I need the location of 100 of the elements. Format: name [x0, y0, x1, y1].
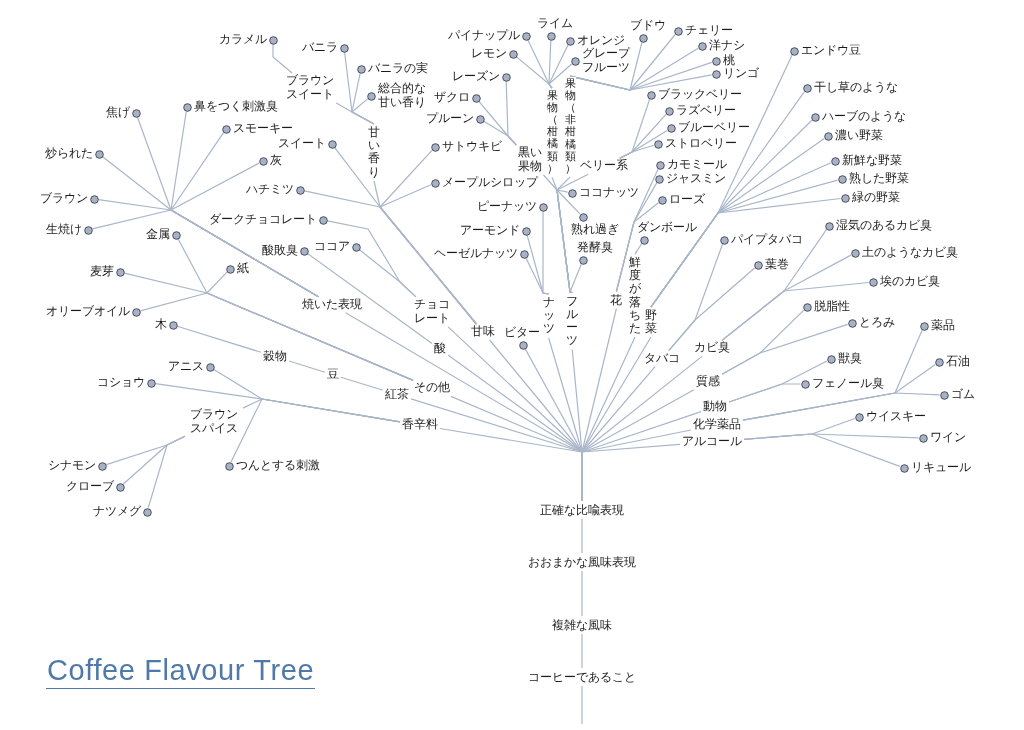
- branch-line: [728, 383, 802, 403]
- branch-label: カビ臭: [693, 341, 731, 356]
- branch-label: 花: [610, 292, 623, 308]
- flavor-label: 洋ナシ: [708, 39, 745, 53]
- flavor-label: オレンジ: [576, 34, 625, 48]
- branch-line: [721, 281, 870, 341]
- branch-line: [288, 360, 326, 373]
- flavor-label: 発酵臭: [577, 240, 613, 255]
- flavor-label: ワイン: [929, 431, 966, 445]
- branch-line: [743, 433, 901, 467]
- branch-line: [176, 325, 262, 353]
- flavor-label: とろみ: [858, 316, 895, 330]
- branch-label: 鮮度が落ちた: [629, 255, 641, 337]
- flavor-label: 葉巻: [764, 258, 789, 272]
- branch-line: [483, 120, 517, 146]
- branch-line: [634, 243, 643, 255]
- flavor-label: ピーナッツ: [476, 200, 537, 214]
- flavor-label: パイプタバコ: [730, 233, 803, 247]
- branch-line: [615, 202, 660, 293]
- flavor-label: 緑の野菜: [851, 191, 900, 205]
- flavor-label: フェノール臭: [811, 377, 884, 391]
- branch-label: タバコ: [643, 351, 681, 366]
- branch-line: [230, 398, 401, 463]
- branch-label: 焼いた表現: [301, 297, 363, 312]
- branch-line: [358, 249, 417, 298]
- branch-label: 野菜: [645, 308, 657, 337]
- flavor-label: ダークチョコレート: [208, 213, 317, 227]
- branch-line: [581, 685, 583, 725]
- flavor-label: バニラ: [301, 41, 338, 55]
- flavor-label: 麦芽: [89, 265, 114, 279]
- branch-label: 果物（柑橘類）: [546, 89, 558, 176]
- branch-line: [307, 253, 433, 345]
- flavor-label: 干し草のような: [813, 81, 898, 95]
- branch-label: 豆: [326, 367, 340, 382]
- branch-line: [147, 435, 186, 509]
- branch-line: [548, 63, 573, 89]
- flavor-label: パイナップル: [447, 29, 520, 43]
- flavor-label: 灰: [269, 154, 282, 168]
- flavor-label: 桃: [722, 54, 735, 68]
- branch-label: 動物: [702, 399, 728, 414]
- flavor-label: ビター: [504, 325, 540, 340]
- branch-label: 紅茶: [384, 387, 410, 402]
- flavor-label: ココア: [313, 240, 350, 254]
- flavor-label: ブルーベリー: [677, 121, 750, 135]
- flavor-label: ザクロ: [433, 91, 470, 105]
- branch-label: 化学薬品: [692, 417, 742, 432]
- diagram-title: Coffee Flavour Tree: [46, 655, 316, 689]
- branch-line: [272, 43, 293, 74]
- flavor-label: オリーブオイル: [45, 305, 130, 319]
- flavor-label: ダンボール: [637, 220, 697, 235]
- flavor-label: 薬品: [930, 319, 955, 333]
- branch-line: [139, 292, 414, 381]
- flavor-label: 獣臭: [837, 352, 862, 366]
- flavor-label: バニラの実: [367, 62, 428, 76]
- branch-label: 穀物: [262, 349, 288, 364]
- flavor-label: ラズベリー: [675, 104, 736, 118]
- branch-line: [581, 633, 583, 669]
- branch-line: [650, 197, 842, 308]
- flavor-label: プルーン: [425, 112, 474, 126]
- flavor-label: 石油: [945, 355, 970, 369]
- flavor-label: スイート: [277, 137, 326, 151]
- branch-label: 香辛料: [401, 418, 439, 432]
- level-label: 複雑な風味: [549, 617, 615, 634]
- flavor-label: 木: [154, 318, 167, 332]
- level-label: 正確な比喩表現: [537, 502, 627, 519]
- flavor-label: 土のようなカビ臭: [861, 246, 958, 260]
- flavor-label: ローズ: [668, 193, 705, 207]
- branch-line: [619, 144, 655, 159]
- branch-label: 酸: [433, 342, 447, 357]
- flavor-label: エンドウ豆: [800, 44, 861, 58]
- flavor-label: チェリー: [684, 24, 733, 38]
- branch-line: [525, 257, 550, 295]
- flavor-label: グレープフルーツ: [581, 47, 632, 75]
- branch-line: [556, 189, 581, 294]
- branch-label: 甘味: [470, 325, 496, 339]
- flavor-label: 生焼け: [45, 223, 82, 237]
- flavor-label: 熟れ過ぎ: [571, 222, 619, 237]
- flavor-label: カモミール: [666, 158, 727, 172]
- flavor-label: 新鮮な野菜: [841, 154, 902, 168]
- branch-line: [742, 392, 941, 421]
- flavor-label: ゴム: [950, 388, 975, 402]
- flavor-label: アーモンド: [459, 224, 520, 238]
- branch-line: [569, 74, 713, 91]
- branch-label: ベリー系: [579, 159, 629, 173]
- flavor-label: つんとする刺激: [235, 459, 320, 473]
- flavor-label: リンゴ: [722, 67, 759, 81]
- flavor-label: ブラウン: [39, 192, 88, 206]
- branch-line: [569, 263, 582, 294]
- flavor-label: 湿気のあるカビ臭: [835, 219, 932, 233]
- flavor-label: シナモン: [47, 459, 96, 473]
- flavor-label: カラメル: [218, 33, 267, 47]
- flavor-label: ナツメグ: [92, 505, 141, 519]
- flavor-label: ブラックベリー: [657, 88, 742, 102]
- flavor-label: ウイスキー: [865, 410, 926, 424]
- flavor-label: 酸敗臭: [261, 244, 298, 258]
- flavor-label: アニス: [167, 360, 204, 374]
- flavor-label: サトウキビ: [441, 140, 502, 154]
- branch-line: [581, 518, 583, 554]
- flavor-label: ハーブのような: [821, 110, 906, 124]
- flavor-label: 炒られた: [44, 147, 93, 161]
